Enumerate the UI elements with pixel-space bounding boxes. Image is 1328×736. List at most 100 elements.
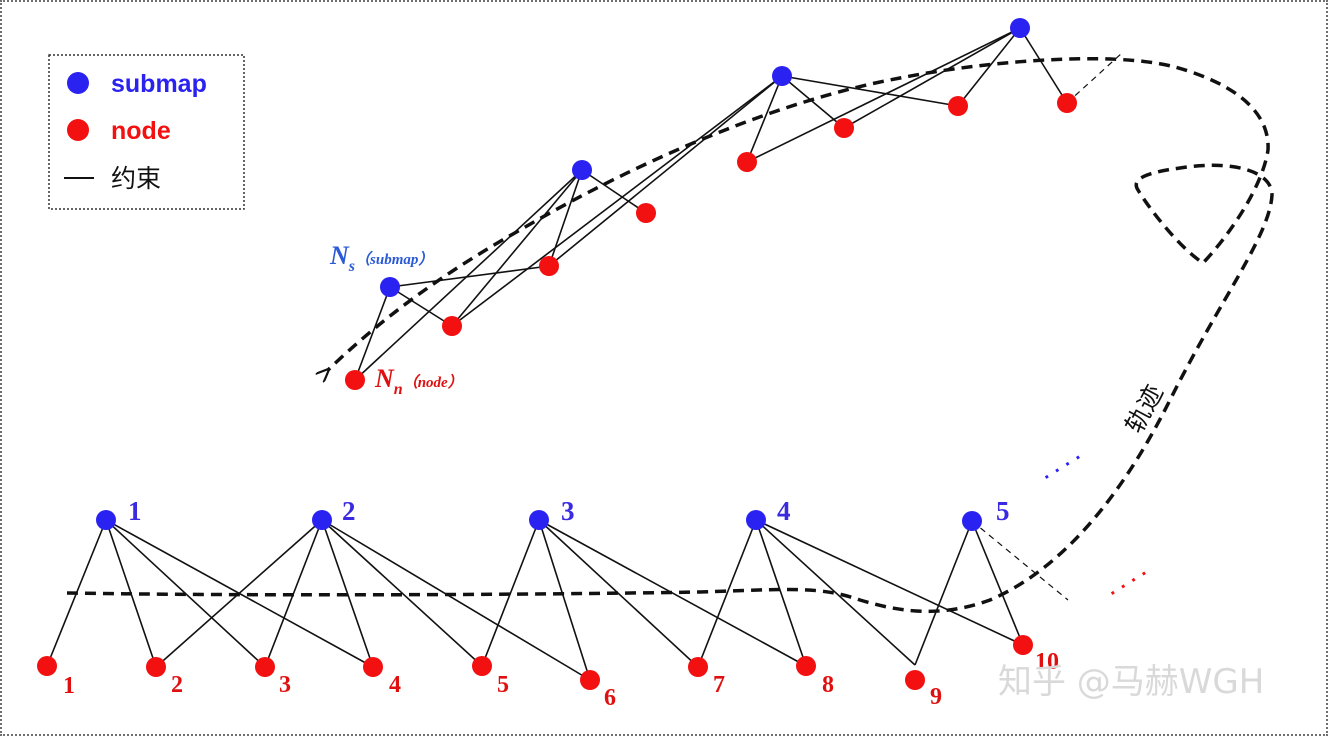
edge <box>548 169 583 267</box>
node-point <box>636 203 656 223</box>
top-submaps <box>380 18 1030 297</box>
node-label: 3 <box>279 672 291 698</box>
bottom-nodes <box>37 635 1033 690</box>
edge <box>354 169 583 381</box>
submap-point <box>746 510 766 530</box>
bottom-submap-labels: 1 2 3 4 5 <box>128 496 1010 526</box>
edge <box>321 519 483 667</box>
edge <box>538 519 807 667</box>
submap-caption-paren: （submap） <box>355 250 433 268</box>
legend-node-label: node <box>111 117 171 145</box>
node-label: 1 <box>63 673 75 699</box>
submap-point <box>1010 18 1030 38</box>
node-caption: Nn（node） <box>374 364 463 398</box>
node-label: 8 <box>822 672 834 698</box>
edge <box>46 519 107 667</box>
edge <box>321 519 591 681</box>
edge <box>538 519 591 681</box>
submap-point <box>962 511 982 531</box>
edge <box>843 27 1021 129</box>
bottom-constraint-edges <box>46 519 1024 681</box>
node-point <box>905 670 925 690</box>
edge <box>354 286 391 381</box>
top-constraint-edges <box>354 27 1068 381</box>
legend-submap-marker <box>67 72 89 94</box>
submap-point <box>312 510 332 530</box>
node-point <box>580 670 600 690</box>
edge <box>451 169 583 327</box>
node-caption-n: N <box>374 364 395 393</box>
node-caption-paren: （node） <box>403 373 463 391</box>
node-label: 6 <box>604 685 616 711</box>
submap-point <box>96 510 116 530</box>
node-point <box>442 316 462 336</box>
node-point <box>472 656 492 676</box>
top-nodes <box>345 93 1077 390</box>
edge <box>781 75 959 107</box>
edge <box>321 519 374 668</box>
node-label: 5 <box>497 672 509 698</box>
edge <box>451 75 783 327</box>
bottom-submaps <box>96 510 982 531</box>
submap-point <box>380 277 400 297</box>
bottom-partial-edge <box>971 520 1069 601</box>
submap-label: 1 <box>128 496 142 526</box>
node-point <box>1013 635 1033 655</box>
edge <box>105 519 157 668</box>
edge <box>155 519 323 668</box>
node-point <box>146 657 166 677</box>
edge <box>1019 27 1068 104</box>
edge <box>755 519 916 666</box>
submap-caption-n: N <box>329 241 350 270</box>
node-label: 2 <box>171 672 183 698</box>
ellipsis-nodes: · · · · <box>1105 563 1153 605</box>
edge <box>781 75 845 129</box>
node-point <box>363 657 383 677</box>
legend: submap node 约束 <box>48 54 245 210</box>
edge <box>389 265 550 288</box>
edge <box>755 519 1024 646</box>
node-point <box>688 657 708 677</box>
submap-label: 3 <box>561 496 575 526</box>
edge <box>481 519 540 667</box>
edge <box>697 519 757 668</box>
edge <box>264 519 323 668</box>
submap-point <box>572 160 592 180</box>
submap-point <box>772 66 792 86</box>
edge <box>746 27 1021 163</box>
edge <box>957 27 1021 107</box>
node-label: 7 <box>713 672 725 698</box>
edge <box>538 519 699 668</box>
node-point <box>796 656 816 676</box>
submap-caption: Ns（submap） <box>329 241 433 275</box>
edge <box>105 519 266 668</box>
legend-submap-label: submap <box>111 70 207 98</box>
trajectory-label: 轨迹 <box>1120 380 1169 438</box>
node-point <box>948 96 968 116</box>
edge <box>914 520 973 666</box>
submap-point <box>529 510 549 530</box>
submap-label: 5 <box>996 496 1010 526</box>
submap-caption-sub: s <box>348 258 355 275</box>
node-point <box>255 657 275 677</box>
node-point <box>834 118 854 138</box>
ellipsis-submaps: · · · · <box>1039 447 1087 489</box>
edge <box>755 519 807 667</box>
bottom-node-labels: 1 2 3 4 5 6 7 8 9 10 <box>63 649 1059 711</box>
edge <box>746 75 783 163</box>
legend-constraint-label: 约束 <box>111 164 161 193</box>
node-caption-sub: n <box>394 381 403 398</box>
node-point <box>737 152 757 172</box>
node-point <box>345 370 365 390</box>
top-partial-edge <box>1066 52 1123 104</box>
node-label: 4 <box>389 672 401 698</box>
submap-label: 4 <box>777 496 791 526</box>
node-point <box>539 256 559 276</box>
trajectory-path <box>66 56 1274 614</box>
watermark: 知乎 @马赫WGH <box>998 662 1264 702</box>
node-point <box>37 656 57 676</box>
node-point <box>1057 93 1077 113</box>
edge <box>389 286 453 327</box>
edge <box>548 75 783 267</box>
